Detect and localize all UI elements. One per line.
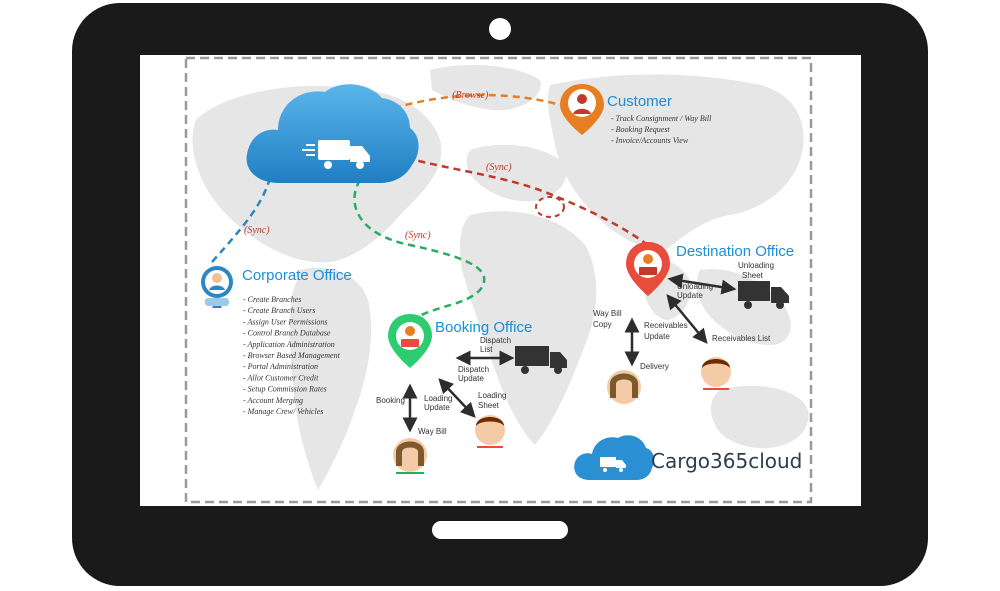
corporate-list: - Create Branches - Create Branch Users - … — [243, 295, 341, 416]
sync-destination-loop — [535, 196, 565, 218]
corporate-title: Corporate Office — [242, 267, 352, 284]
sync-corporate-line — [211, 177, 272, 263]
brand-name: Cargo365cloud — [651, 449, 802, 473]
destination-man-avatar — [701, 357, 731, 390]
customer-list-item: - Invoice/Accounts View — [611, 136, 689, 145]
unloading-arrow — [667, 273, 737, 295]
destination-woman-avatar — [607, 370, 641, 404]
dashed-border — [184, 56, 813, 504]
corporate-list-item: - Create Branch Users — [243, 306, 315, 315]
camera-dot — [489, 18, 511, 40]
corporate-list-item: - Control Branch Database — [243, 329, 331, 338]
corporate-list-item: - Create Branches — [243, 295, 301, 304]
way-bill-label: Way Bill — [418, 427, 447, 436]
receivables-update-label-2: Update — [644, 332, 670, 341]
corporate-pin-icon — [201, 266, 233, 308]
customer-list: - Track Consignment / Way Bill - Booking … — [611, 114, 712, 145]
loading-arrow — [438, 378, 476, 418]
customer-pin-icon — [560, 84, 604, 135]
corporate-list-item: - Manage Crew/ Vehicles — [243, 407, 323, 416]
loading-sheet-label-2: Sheet — [478, 401, 500, 410]
booking-label: Booking — [376, 396, 405, 405]
sync-corporate-label: (Sync) — [244, 225, 270, 236]
receivables-list-label: Receivables List — [712, 334, 771, 343]
customer-list-item: - Booking Request — [611, 125, 670, 134]
dispatch-list-label-2: List — [480, 345, 493, 354]
receivables-arrow — [666, 294, 708, 344]
receivables-update-label-1: Receivables — [644, 321, 688, 330]
truck-icon — [302, 140, 370, 169]
corporate-list-item: - Allot Customer Credit — [243, 373, 319, 382]
way-bill-copy-label-1: Way Bill — [593, 309, 622, 318]
corporate-list-item: - Browser Based Management — [243, 351, 341, 360]
unloading-sheet-label-1: Unloading — [738, 261, 774, 270]
sync-booking-line — [353, 179, 486, 320]
corporate-list-item: - Setup Commission Rates — [243, 385, 327, 394]
corporate-list-item: - Account Merging — [243, 396, 303, 405]
loading-sheet-label-1: Loading — [478, 391, 506, 400]
way-bill-copy-label-2: Copy — [593, 320, 612, 329]
unloading-update-label-1: Unloading — [677, 282, 713, 291]
loading-update-label-1: Loading — [424, 394, 452, 403]
booking-truck-icon — [515, 346, 567, 374]
delivery-label: Delivery — [640, 362, 669, 371]
destination-truck-icon — [738, 281, 789, 309]
customer-list-item: - Track Consignment / Way Bill — [611, 114, 712, 123]
corporate-list-item: - Assign User Permissions — [243, 317, 328, 326]
brand-cloud-logo — [574, 435, 654, 480]
central-cloud — [246, 84, 419, 183]
destination-pin-icon — [626, 242, 670, 296]
loading-update-label-2: Update — [424, 403, 450, 412]
corporate-list-item: - Application Administration — [243, 340, 335, 349]
booking-pin-icon — [388, 314, 432, 368]
booking-man-avatar — [475, 415, 505, 448]
dispatch-update-label-1: Dispatch — [458, 365, 489, 374]
sync-destination-label: (Sync) — [486, 162, 512, 173]
unloading-sheet-label-2: Sheet — [742, 271, 764, 280]
unloading-update-label-2: Update — [677, 291, 703, 300]
browse-label: (Browse) — [452, 90, 489, 101]
customer-title: Customer — [607, 93, 672, 110]
dispatch-list-label-1: Dispatch — [480, 336, 511, 345]
booking-woman-avatar — [393, 438, 427, 474]
dispatch-update-label-2: Update — [458, 374, 484, 383]
destination-title: Destination Office — [676, 243, 794, 260]
corporate-list-item: - Portal Administration — [243, 362, 318, 371]
home-button[interactable] — [432, 521, 568, 539]
booking-title: Booking Office — [435, 319, 532, 336]
brand-truck-icon — [600, 457, 626, 472]
sync-booking-label: (Sync) — [405, 230, 431, 241]
